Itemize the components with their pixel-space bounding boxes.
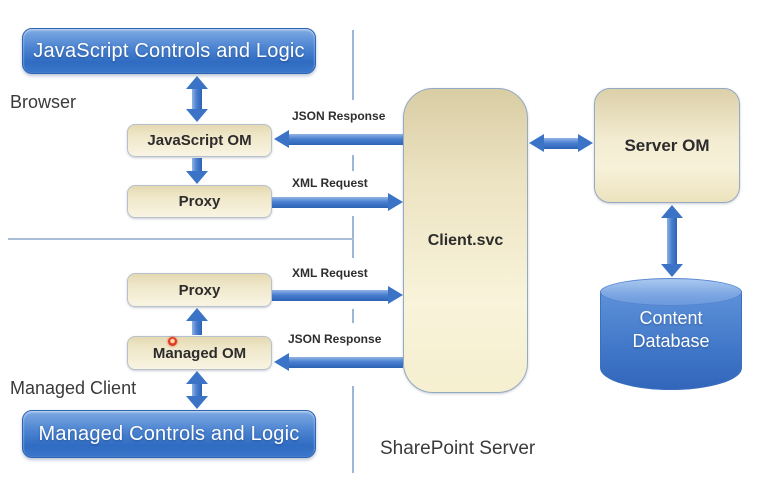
browser-proxy-box: Proxy [127, 185, 272, 218]
managed-controls-box: Managed Controls and Logic [22, 410, 316, 458]
arrow-shaft [192, 89, 202, 109]
content-database-cylinder-top [600, 278, 742, 306]
arrow-shaft [272, 196, 388, 208]
arrow-shaft [192, 158, 202, 171]
arrow-shaft [289, 356, 403, 368]
vertical-separator-segment [352, 30, 354, 100]
arrow-managedom-proxy-up [183, 308, 211, 335]
managed-client-section-label: Managed Client [10, 378, 137, 398]
arrow-shaft [192, 321, 202, 335]
managed-om-box: Managed OM [127, 336, 272, 370]
arrowhead-left-icon [274, 353, 289, 371]
xml-request-label-bottom: XML Request [292, 266, 368, 280]
javascript-controls-box: JavaScript Controls and Logic [22, 28, 316, 74]
arrow-shaft [289, 133, 403, 145]
vertical-separator-segment [352, 309, 354, 323]
content-database-cylinder [600, 291, 742, 390]
arrow-shaft [544, 137, 578, 149]
xml-request-label-top: XML Request [292, 176, 368, 190]
horizontal-separator [8, 238, 354, 240]
arrowhead-right-icon [388, 286, 403, 304]
arrowhead-up-icon [661, 205, 683, 218]
arrow-clientsvc-serverom-bidirectional [529, 134, 593, 152]
arrow-jsom-proxy-down [183, 158, 211, 184]
red-marker-dot-icon [168, 337, 177, 346]
arrowhead-up-icon [186, 308, 208, 321]
managed-proxy-box: Proxy [127, 273, 272, 307]
arrowhead-up-icon [186, 371, 208, 384]
arrowhead-left-icon [274, 130, 289, 148]
arrow-shaft [192, 384, 202, 396]
browser-section-label: Browser [10, 92, 77, 112]
arrow-json-response-to-managedom [274, 353, 403, 371]
arrow-managedom-controls-bidirectional [183, 371, 211, 409]
arrowhead-down-icon [186, 171, 208, 184]
javascript-om-box: JavaScript OM [127, 124, 272, 157]
vertical-separator-segment [352, 216, 354, 258]
json-response-label-top: JSON Response [292, 109, 386, 123]
arrow-jscontrols-jsom-bidirectional [183, 76, 211, 122]
client-svc-box: Client.svc [403, 88, 528, 393]
vertical-separator-segment [352, 386, 354, 473]
arrowhead-right-icon [388, 193, 403, 211]
content-database-label: Content Database [632, 308, 710, 352]
arrowhead-right-icon [578, 134, 593, 152]
arrow-shaft [667, 218, 677, 264]
vertical-separator-segment [352, 155, 354, 171]
arrowhead-down-icon [661, 264, 683, 277]
arrow-json-response-to-jsom [274, 130, 403, 148]
arrow-shaft [272, 289, 388, 301]
arrow-serverom-database-bidirectional [658, 205, 686, 277]
arrow-xml-request-from-managed-proxy [272, 286, 403, 304]
arrowhead-down-icon [186, 109, 208, 122]
arrowhead-left-icon [529, 134, 544, 152]
sharepoint-server-section-label: SharePoint Server [380, 438, 536, 459]
arrowhead-up-icon [186, 76, 208, 89]
server-om-box: Server OM [594, 88, 740, 203]
json-response-label-bottom: JSON Response [288, 332, 382, 346]
arrowhead-down-icon [186, 396, 208, 409]
arrow-xml-request-from-proxy [272, 193, 403, 211]
